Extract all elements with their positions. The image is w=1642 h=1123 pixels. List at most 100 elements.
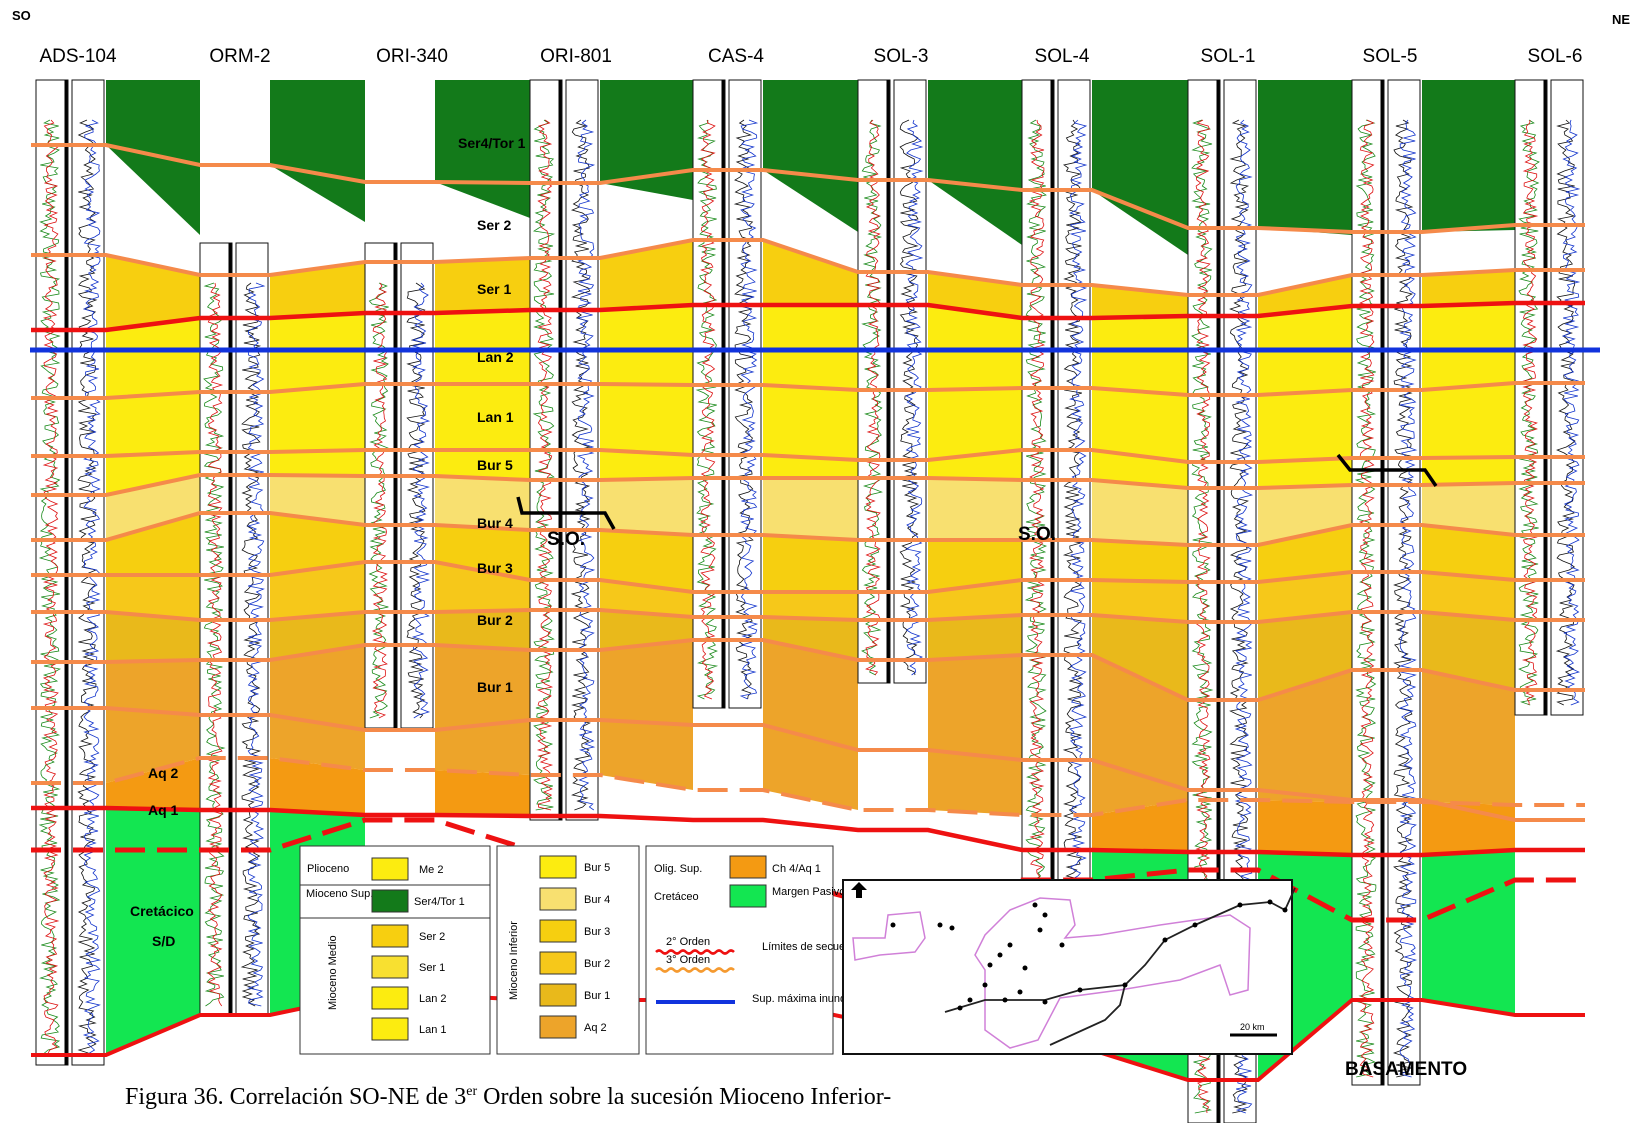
- fill-lan1: [106, 392, 200, 456]
- fill-aq2: [435, 645, 530, 775]
- legend-swatch-lan1: [372, 1018, 408, 1040]
- well-name: ORI-801: [540, 46, 612, 67]
- fill-lan1: [600, 384, 693, 455]
- legend-item: Bur 5: [584, 862, 610, 874]
- well-name: SOL-5: [1363, 46, 1418, 67]
- basamento-label: BASAMENTO: [1345, 1059, 1467, 1080]
- legend-margen: Margen Pasivo: [772, 886, 845, 898]
- fill-lan1: [1422, 383, 1515, 458]
- legend-item: Bur 1: [584, 990, 610, 1002]
- fill-aq2: [1422, 670, 1515, 805]
- legend-swatch: [540, 888, 576, 910]
- unit-label-bur4: Bur 4: [477, 515, 513, 531]
- legend-swatch-ser2: [372, 925, 408, 947]
- fill-lan1: [928, 388, 1022, 460]
- orientation-right-label: NE: [1612, 12, 1630, 27]
- unit-label-lan2: Lan 2: [477, 349, 514, 365]
- legend-miocene-medio: Mioceno Medio: [327, 935, 339, 1010]
- fill-lan1: [763, 385, 858, 460]
- legend-swatch-me2: [372, 858, 408, 880]
- legend-swatch: [540, 856, 576, 878]
- fill-aq2: [600, 640, 693, 790]
- well-log-3: [365, 243, 433, 728]
- fill-aq1: [435, 770, 530, 816]
- orientation-left-label: SO: [12, 8, 31, 23]
- location-map: 20 km: [843, 880, 1295, 1054]
- legend-ser1: Ser 1: [419, 962, 445, 974]
- fill-aq2: [763, 640, 858, 810]
- map-frame: [843, 880, 1292, 1054]
- fill-bur1: [928, 615, 1022, 660]
- legend-swatch: [540, 920, 576, 942]
- legend-swatch-ch4: [730, 856, 766, 878]
- legend-orden2: 2° Orden: [666, 936, 710, 948]
- legend-lan2: Lan 2: [419, 993, 447, 1005]
- fill-ser4: [270, 80, 365, 222]
- fill-lan1: [1258, 390, 1352, 462]
- unit-label-aq2: Aq 2: [148, 765, 179, 781]
- caption-text: Figura 36. Correlación SO-NE de 3: [125, 1084, 466, 1110]
- legend-olig: Olig. Sup.: [654, 863, 702, 875]
- unit-label-lan1: Lan 1: [477, 409, 514, 425]
- unit-label-ser2: Ser 2: [477, 217, 511, 233]
- fill-ser4: [106, 80, 200, 235]
- legend-pliocene: Plioceno: [307, 863, 349, 875]
- legend-ser2: Ser 2: [419, 931, 445, 943]
- unit-label-bur1: Bur 1: [477, 679, 513, 695]
- so-label: S.O.: [547, 529, 585, 550]
- legend-swatch-ser4: [372, 890, 408, 912]
- well-name: ORI-340: [376, 46, 448, 67]
- unit-label-bur3: Bur 3: [477, 560, 513, 576]
- well-name: SOL-1: [1201, 46, 1256, 67]
- legend-item: Bur 3: [584, 926, 610, 938]
- unit-label-cret-1: Cretácico: [130, 903, 194, 919]
- legend-swatch: [540, 984, 576, 1006]
- well-name: SOL-4: [1035, 46, 1090, 67]
- map-scale-label: 20 km: [1240, 1022, 1265, 1032]
- so-label-2: S.O.: [1018, 524, 1056, 545]
- fill-bur4: [763, 478, 858, 540]
- fill-bur5: [1422, 457, 1515, 485]
- legend-swatch-cret: [730, 885, 766, 907]
- fill-lan2: [435, 310, 530, 384]
- legend-lan1: Lan 1: [419, 1024, 447, 1036]
- fill-lan2: [1422, 303, 1515, 390]
- fill-ser4: [1258, 80, 1352, 235]
- legend-item: Aq 2: [584, 1022, 607, 1034]
- well-log-2: [200, 243, 268, 1015]
- fill-cret: [106, 808, 200, 1055]
- legend-swatch: [540, 952, 576, 974]
- unit-label-aq1: Aq 1: [148, 802, 179, 818]
- legend-cret: Cretáceo: [654, 891, 699, 903]
- unit-label-bur2: Bur 2: [477, 612, 513, 628]
- caption-superscript: er: [466, 1084, 477, 1099]
- well-log-1: [36, 80, 104, 1065]
- legend-miocene-sup: Mioceno Sup.: [306, 888, 373, 900]
- fill-lan1: [270, 384, 365, 452]
- unit-label-ser4: Ser4/Tor 1: [458, 135, 526, 151]
- fill-ser4: [1422, 80, 1515, 232]
- legend-swatch-lan2: [372, 987, 408, 1009]
- unit-label-bur5: Bur 5: [477, 457, 513, 473]
- figure-caption: Figura 36. Correlación SO-NE de 3er Orde…: [125, 1084, 1145, 1111]
- fill-ser2: [763, 240, 858, 305]
- legend-ch4: Ch 4/Aq 1: [772, 863, 821, 875]
- legend-mioceno-inferior: Mioceno Inferior: [508, 921, 520, 1000]
- legend-me2: Me 2: [419, 864, 443, 876]
- fill-bur5: [270, 450, 365, 476]
- well-log-5: [693, 80, 761, 708]
- fill-cret: [1422, 850, 1515, 1015]
- unit-label-cret-2: S/D: [152, 933, 175, 949]
- legend-swatch: [540, 1016, 576, 1038]
- fill-ser4: [1092, 80, 1188, 255]
- fill-lan2: [600, 305, 693, 385]
- legend-orden3: 3° Orden: [666, 954, 710, 966]
- well-name: SOL-6: [1528, 46, 1583, 67]
- legend-item: Bur 2: [584, 958, 610, 970]
- legend-item: Bur 4: [584, 894, 610, 906]
- well-name: CAS-4: [708, 46, 764, 67]
- unit-label-ser1: Ser 1: [477, 281, 511, 297]
- caption-text-end: Orden sobre la sucesión Mioceno Inferior…: [477, 1084, 891, 1110]
